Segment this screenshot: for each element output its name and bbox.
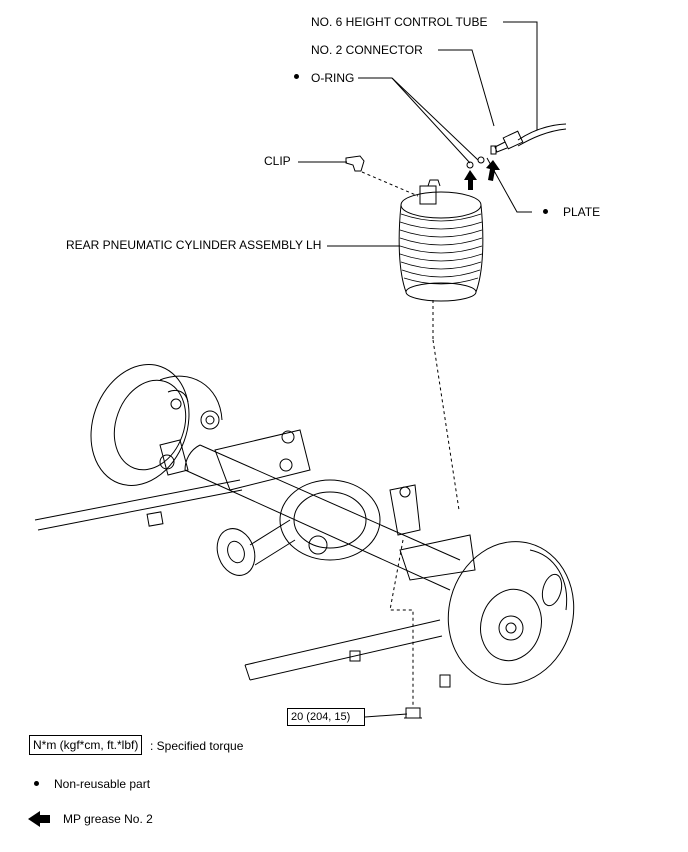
- legend-grease-arrow-icon: [28, 811, 50, 827]
- label-cylinder: REAR PNEUMATIC CYLINDER ASSEMBLY LH: [66, 238, 322, 252]
- height-control-tube-part: [466, 123, 567, 169]
- label-clip: CLIP: [264, 154, 291, 168]
- plate-non-reusable-dot-icon: [543, 209, 548, 214]
- leader-lines: [298, 21, 538, 718]
- label-connector: NO. 2 CONNECTOR: [311, 43, 423, 57]
- label-height-control-tube: NO. 6 HEIGHT CONTROL TUBE: [311, 15, 488, 29]
- legend-non-reusable: Non-reusable part: [54, 777, 151, 791]
- o-ring-non-reusable-dot-icon: [294, 74, 299, 79]
- pneumatic-cylinder-part: [398, 179, 484, 302]
- assembly-dashed-lines: [361, 171, 460, 705]
- axle-assembly: [34, 364, 575, 719]
- legend-torque-desc: : Specified torque: [150, 739, 244, 753]
- legend-torque-box: N*m (kgf*cm, ft.*lbf): [29, 735, 143, 755]
- clip-part: [345, 155, 365, 172]
- grease-arrows: [464, 160, 500, 190]
- label-o-ring: O-RING: [311, 71, 355, 85]
- torque-value-box: 20 (204, 15): [287, 708, 365, 726]
- label-plate: PLATE: [563, 205, 601, 219]
- legend-non-reusable-dot-icon: [34, 781, 39, 786]
- legend-grease: MP grease No. 2: [63, 812, 153, 826]
